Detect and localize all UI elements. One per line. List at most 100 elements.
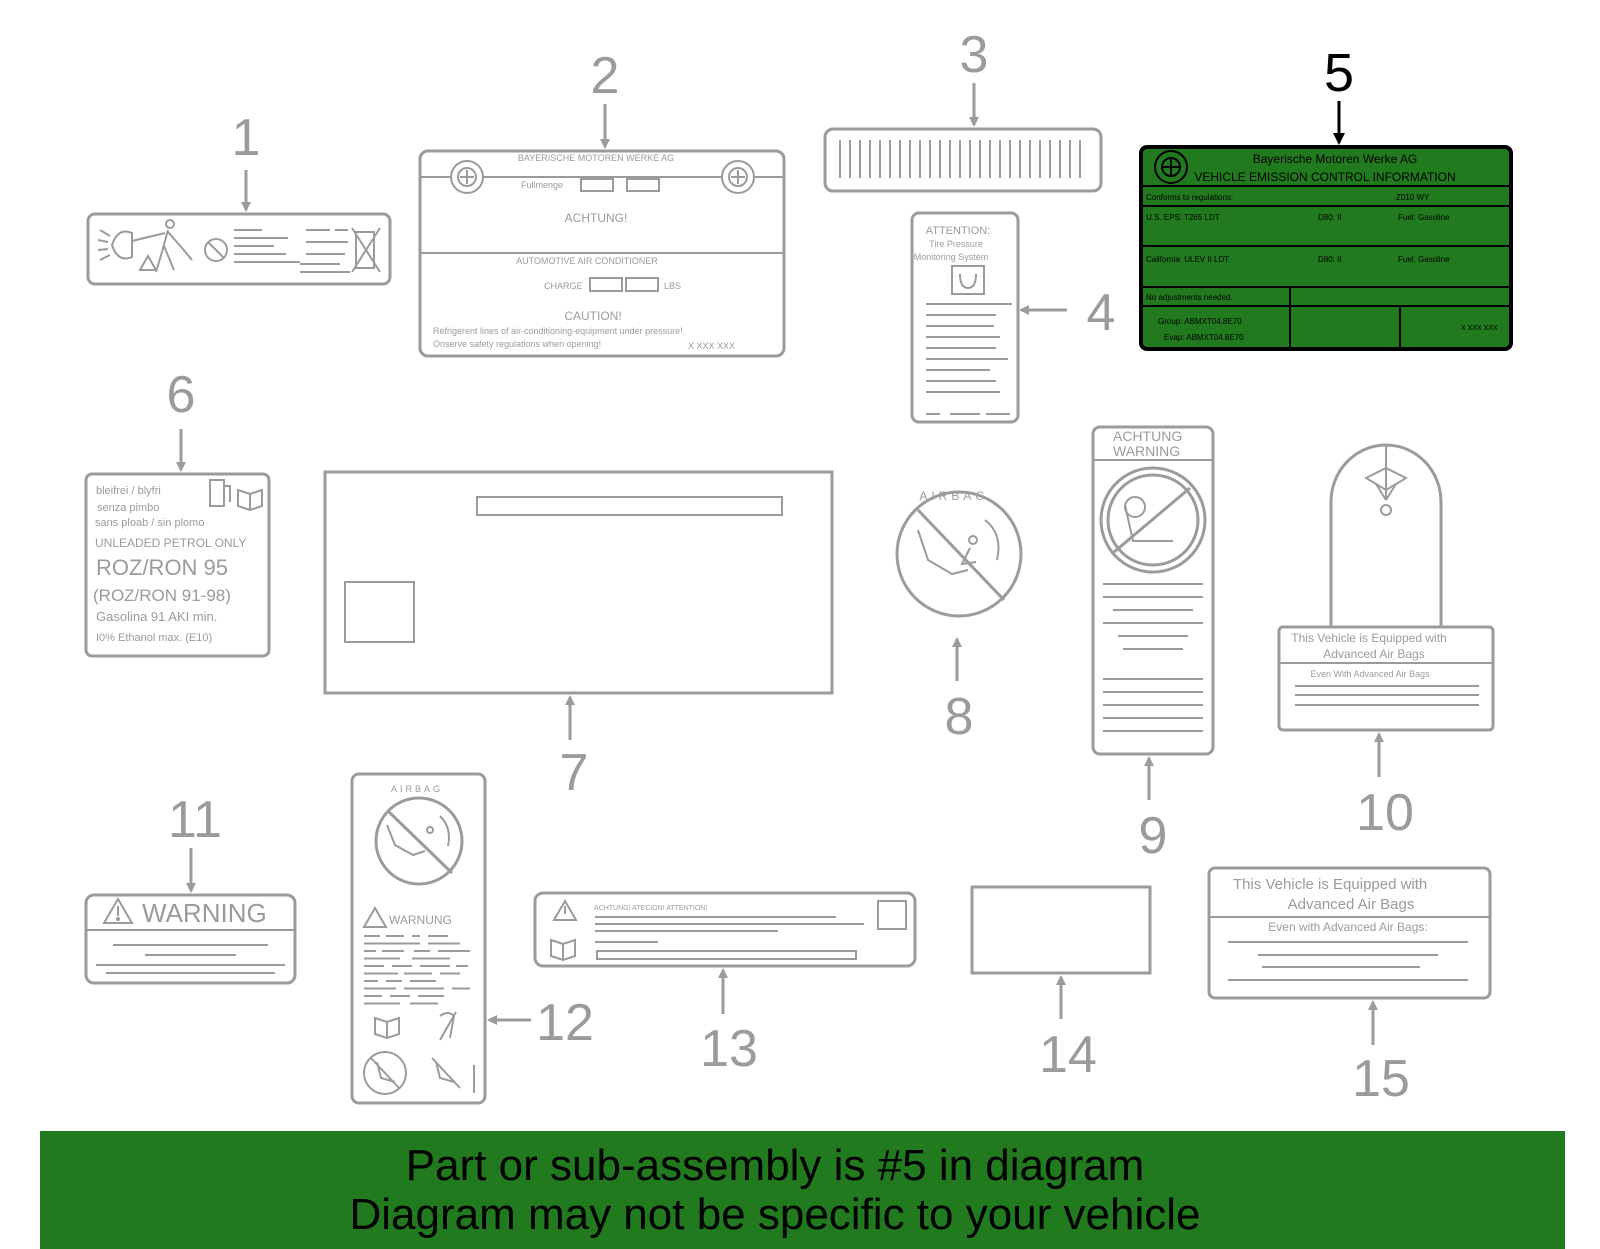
- callout-number-4: 4: [1087, 284, 1116, 342]
- label-6[interactable]: [84, 472, 271, 658]
- label-5-conforms: Conforms to regulations:: [1146, 193, 1233, 202]
- child-seat-icon-12: [386, 815, 450, 857]
- label-4-line1: Tire Pressure: [929, 239, 983, 249]
- label-6-line2: senza pimbo: [97, 502, 159, 514]
- label-5-code: X XXX XXX: [1461, 325, 1498, 332]
- label-5-highlighted[interactable]: Bayerische Motoren Werke AG VEHICLE EMIS…: [1139, 145, 1513, 351]
- no-front-seat-icon: [431, 1057, 475, 1093]
- label-2-caution: CAUTION!: [564, 309, 621, 323]
- label-11[interactable]: [84, 893, 297, 985]
- label-13[interactable]: [533, 891, 917, 968]
- fuel-pump-icon: [209, 479, 231, 507]
- label-4-text: ATTENTION: Tire Pressure Monitoring Syst…: [914, 225, 991, 262]
- label-5-d80-2: D80: II: [1318, 255, 1342, 264]
- callout-11: 11: [168, 791, 222, 893]
- label-10[interactable]: [1277, 443, 1495, 732]
- child-seat-icon: [917, 519, 1000, 576]
- label-2[interactable]: [418, 149, 786, 358]
- label-2-achtung: ACHTUNG!: [565, 211, 628, 225]
- info-banner: Part or sub-assembly is #5 in diagram Di…: [40, 1131, 1565, 1249]
- label-12-text: AIRBAG WARNUNG: [389, 784, 452, 927]
- label-15[interactable]: [1207, 866, 1492, 1000]
- label-5-evap: Evap: ABMXT04.8E70: [1164, 333, 1244, 342]
- label-10-line3: Even With Advanced Air Bags: [1310, 669, 1430, 679]
- callout-8: 8: [945, 637, 974, 746]
- headlight-icon: [97, 229, 166, 271]
- label-15-text: This Vehicle is Equipped with Advanced A…: [1233, 876, 1428, 934]
- label-7[interactable]: [323, 470, 834, 695]
- label-6-line1: bleifrei / blyfri: [96, 485, 161, 497]
- label-6-line4: UNLEADED PETROL ONLY: [95, 536, 246, 550]
- label-3[interactable]: [823, 127, 1103, 193]
- banner-line-1: Part or sub-assembly is #5 in diagram: [405, 1141, 1145, 1190]
- callout-10: 10: [1356, 732, 1414, 842]
- warning-triangle-icon: [102, 897, 134, 924]
- callout-number-2: 2: [591, 47, 620, 105]
- callout-2: 2: [591, 47, 620, 149]
- label-4[interactable]: [910, 211, 1020, 424]
- callout-3: 3: [960, 26, 988, 127]
- screw-icon-right: [721, 160, 755, 194]
- label-5-maker: Bayerische Motoren Werke AG: [1253, 152, 1418, 166]
- banner-line-2: Diagram may not be specific to your vehi…: [349, 1190, 1201, 1239]
- label-10-line2: Advanced Air Bags: [1323, 647, 1424, 661]
- label-6-line7: Gasolina 91 AKI min.: [96, 609, 217, 624]
- label-4-attention: ATTENTION:: [926, 225, 991, 237]
- label-11-warning: WARNING: [142, 898, 267, 928]
- callout-number-13: 13: [700, 1020, 758, 1078]
- label-2-warning-line1: Refrigerent lines of air-conditioning-eq…: [433, 326, 683, 336]
- label-10-line1: This Vehicle is Equipped with: [1291, 631, 1446, 645]
- manual-icon-12: [374, 1016, 400, 1040]
- label-5-us-eps: U.S. EPS: T265 LDT: [1146, 213, 1220, 222]
- label-5-title: VEHICLE EMISSION CONTROL INFORMATION: [1194, 170, 1455, 184]
- label-15-line2: Advanced Air Bags: [1288, 896, 1415, 913]
- no-rear-seat-icon: [363, 1051, 407, 1095]
- label-14[interactable]: [970, 885, 1152, 975]
- callout-1: 1: [232, 109, 261, 212]
- callout-number-1: 1: [232, 109, 261, 167]
- label-12[interactable]: [350, 772, 487, 1105]
- label-5-d80-1: D80: II: [1318, 213, 1342, 222]
- callout-number-6: 6: [167, 366, 196, 424]
- callout-9: 9: [1139, 756, 1168, 865]
- label-2-part-code: X XXX XXX: [688, 341, 735, 351]
- callout-number-11: 11: [168, 791, 222, 849]
- label-15-line1: This Vehicle is Equipped with: [1233, 876, 1427, 893]
- label-5-california: California: ULEV II LDT: [1146, 255, 1229, 264]
- callout-number-8: 8: [945, 688, 974, 746]
- label-2-ac-title: AUTOMOTIVE AIR CONDITIONER: [516, 256, 658, 266]
- label-5-no-adjust: No adjustments needed.: [1146, 293, 1233, 302]
- callout-12: 12: [487, 994, 594, 1052]
- no-seatbelt-icon: [439, 1011, 457, 1041]
- label-6-line6: (ROZ/RON 91-98): [93, 586, 231, 605]
- label-9[interactable]: [1091, 425, 1215, 756]
- manual-book-icon: [237, 488, 263, 512]
- no-symbol-icon: [204, 238, 228, 262]
- bmw-roundel-icon: [1154, 150, 1188, 184]
- warning-triangle-icon-13: [552, 899, 578, 921]
- callout-number-9: 9: [1139, 807, 1168, 865]
- callout-number-15: 15: [1352, 1050, 1410, 1108]
- callout-15: 15: [1352, 1000, 1410, 1108]
- label-6-line8: I0% Ethanol max. (E10): [96, 632, 212, 644]
- label-1[interactable]: [86, 212, 392, 286]
- label-8-airbag: AIRBAG: [919, 489, 988, 503]
- label-13-header: ACHTUNG! ATECION! ATTENTION!: [594, 905, 707, 912]
- label-10-text: This Vehicle is Equipped with Advanced A…: [1291, 631, 1446, 679]
- label-5-model-year: Z010 WY: [1396, 193, 1430, 202]
- label-8[interactable]: [895, 490, 1023, 618]
- label-2-warning-line2: Onserve safety regulations when opening!: [433, 339, 601, 349]
- callout-number-10: 10: [1356, 784, 1414, 842]
- person-icon: [155, 219, 193, 273]
- callout-number-12: 12: [536, 994, 594, 1052]
- label-15-line3: Even with Advanced Air Bags:: [1268, 920, 1427, 934]
- label-5-fuel-1: Fuel: Gasoline: [1398, 213, 1450, 222]
- label-12-warnung: WARNUNG: [389, 913, 452, 927]
- screw-icon-left: [450, 160, 484, 194]
- callout-5: 5: [1324, 43, 1354, 145]
- label-9-line1: ACHTUNG: [1113, 428, 1182, 444]
- manual-icon-13: [550, 938, 576, 962]
- label-2-charge: CHARGE: [544, 281, 583, 291]
- tire-pressure-icon: [951, 265, 985, 295]
